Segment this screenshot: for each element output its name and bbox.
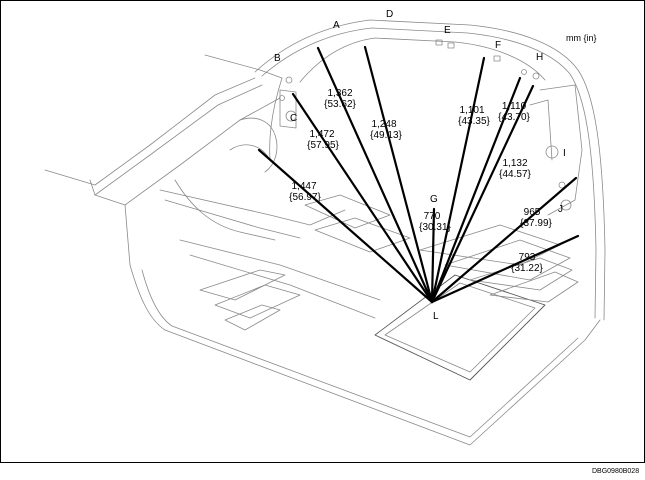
dimension-labels: 1,362 {53.62} 1,248 {49.13} 1,101 {43.35…	[289, 88, 552, 274]
dimension-mm-l-c: 1,447	[291, 181, 316, 192]
dimension-in-l-i: {37.99}	[520, 218, 552, 229]
dimension-in-l-e: {43.35}	[458, 116, 490, 127]
dimension-in-l-a: {53.62}	[324, 99, 356, 110]
point-label-i: I	[563, 148, 566, 159]
point-label-g: G	[430, 194, 438, 205]
dimension-mm-l-j: 793	[519, 252, 536, 263]
point-label-e: E	[444, 25, 451, 36]
figure-code: DBG0980B028	[592, 468, 639, 475]
dimension-in-l-f: {43.70}	[498, 112, 530, 123]
dimension-line-l-j	[430, 234, 580, 304]
dimension-mm-l-d: 1,248	[371, 119, 396, 130]
point-label-d: D	[386, 9, 393, 20]
dimension-mm-l-e: 1,101	[459, 105, 484, 116]
dimension-in-l-b: {57.95}	[307, 140, 339, 151]
vehicle-body-outline	[44, 19, 606, 446]
dimension-mm-l-b: 1,472	[309, 129, 334, 140]
dimension-line-l-h	[430, 84, 535, 304]
dimension-mm-l-a: 1,362	[327, 88, 352, 99]
dimension-in-l-c: {56.97}	[289, 192, 321, 203]
point-label-a: A	[333, 20, 340, 31]
dimension-line-l-i	[430, 176, 578, 304]
dimension-in-l-j: {31.22}	[511, 263, 543, 274]
dimension-line-l-c	[257, 148, 434, 304]
point-label-c: C	[290, 113, 297, 124]
point-labels: A B C D E F G H I J L	[274, 9, 566, 322]
center-point-label-l: L	[433, 311, 439, 322]
dimension-mm-l-g: 770	[424, 211, 441, 222]
figure-border	[0, 0, 645, 463]
dimension-line-l-b	[291, 92, 434, 304]
dimension-mm-l-i: 965	[524, 207, 541, 218]
dimension-mm-l-h: 1,132	[502, 158, 527, 169]
unit-label: mm {in}	[566, 33, 597, 43]
point-label-b: B	[274, 53, 281, 64]
point-label-h: H	[536, 52, 543, 63]
dimension-in-l-h: {44.57}	[499, 169, 531, 180]
dimension-in-l-g: {30.31}	[419, 222, 451, 233]
point-label-j: J	[558, 204, 563, 215]
dimension-mm-l-f: 1,110	[502, 101, 527, 112]
dimension-line-l-a	[316, 46, 434, 304]
dimension-line-l-g	[430, 207, 436, 304]
dimension-line-l-e	[430, 56, 486, 304]
dimension-in-l-d: {49.13}	[370, 130, 402, 141]
dimension-lines	[257, 45, 580, 304]
dimension-line-l-d	[363, 45, 434, 304]
dimension-line-l-f	[430, 76, 522, 304]
point-label-f: F	[495, 40, 501, 51]
